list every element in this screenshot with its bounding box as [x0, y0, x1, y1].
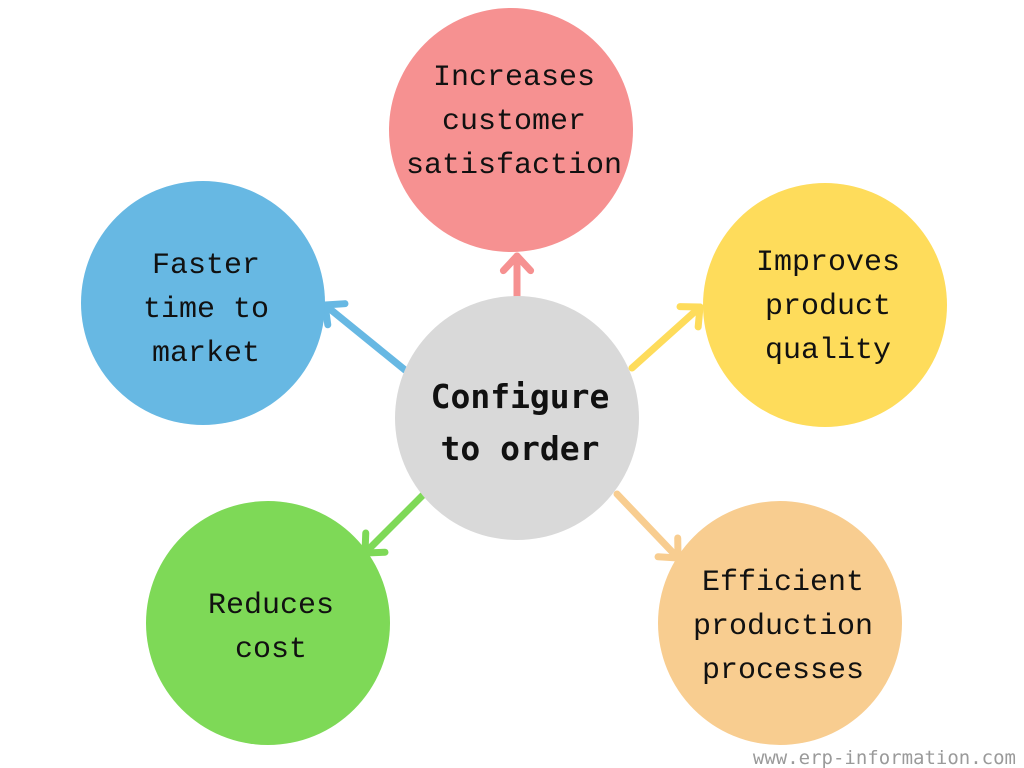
node-efficient-production-label: Efficient	[702, 566, 864, 600]
center-node-label: Configure	[431, 377, 610, 416]
node-faster-time-to-market-label: Faster	[152, 249, 260, 283]
node-reduces-cost-label: cost	[235, 633, 307, 667]
node-product-quality: Improves product quality	[703, 183, 947, 427]
node-reduces-cost-label: Reduces	[208, 589, 334, 623]
node-reduces-cost: Reduces cost	[146, 501, 390, 745]
node-product-quality-label: quality	[765, 334, 891, 368]
node-faster-time-to-market-label: time to	[143, 293, 269, 327]
node-faster-time-to-market: Faster time to market	[81, 181, 325, 425]
node-customer-satisfaction-label: Increases	[433, 61, 595, 95]
center-node-label: to order	[441, 429, 600, 468]
node-faster-time-to-market-label: market	[152, 337, 260, 371]
node-efficient-production-label: processes	[702, 654, 864, 688]
node-customer-satisfaction: Increases customer satisfaction	[389, 8, 633, 252]
arrow	[613, 490, 682, 562]
node-faster-time-to-market-circle	[81, 181, 325, 425]
node-product-quality-label: Improves	[756, 246, 900, 280]
node-customer-satisfaction-circle	[389, 8, 633, 252]
watermark: www.erp-information.com	[753, 747, 1016, 768]
node-efficient-production: Efficient production processes	[658, 501, 902, 745]
arrow	[499, 252, 535, 304]
arrow	[361, 490, 428, 557]
center-node-circle	[395, 296, 639, 540]
node-efficient-production-label: production	[693, 610, 873, 644]
node-efficient-production-circle	[658, 501, 902, 745]
arrow	[321, 300, 409, 374]
center-node: Configure to order	[395, 296, 639, 540]
arrow	[628, 303, 704, 372]
node-customer-satisfaction-label: satisfaction	[406, 149, 622, 183]
node-product-quality-circle	[703, 183, 947, 427]
node-customer-satisfaction-label: customer	[442, 105, 586, 139]
node-reduces-cost-circle	[146, 501, 390, 745]
node-product-quality-label: product	[765, 290, 891, 324]
